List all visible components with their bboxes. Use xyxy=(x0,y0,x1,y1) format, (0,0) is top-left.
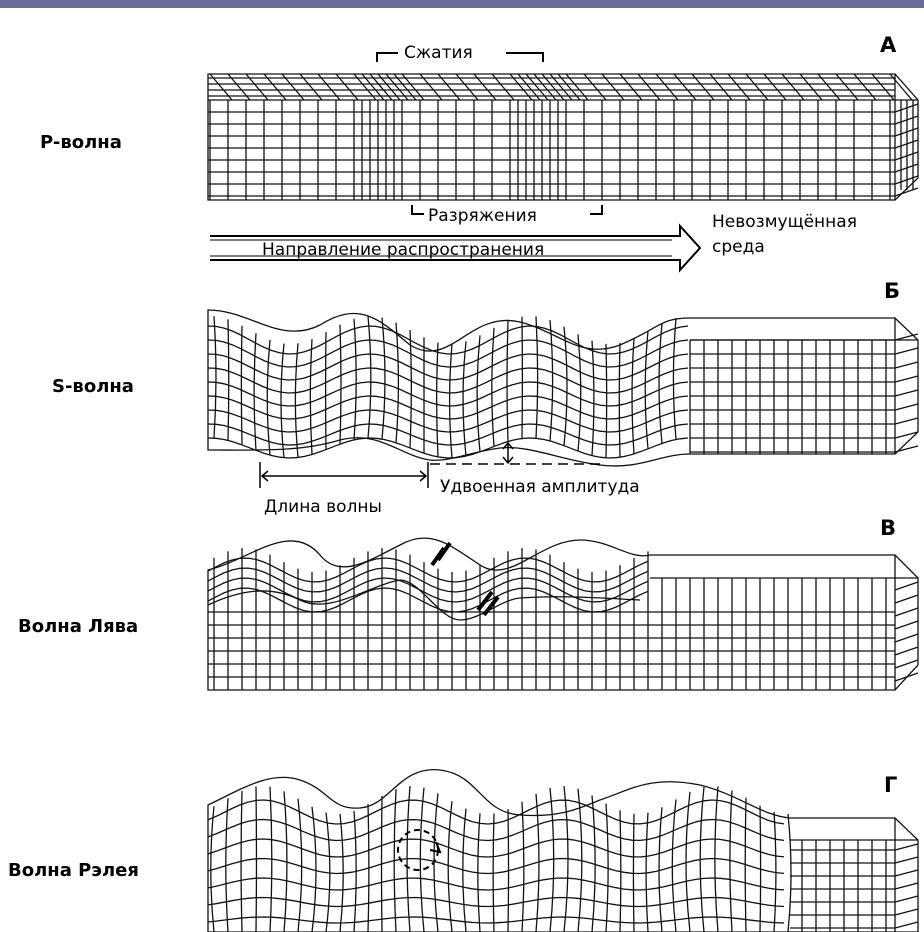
compressions-label: Сжатия xyxy=(404,43,473,63)
s-grid-vline xyxy=(645,331,648,449)
undisturbed-label-line2: среда xyxy=(712,237,765,257)
s-grid-hline xyxy=(208,410,688,432)
rarefactions-label: Разряжения xyxy=(428,206,537,226)
undisturbed-label-line1: Невозмущённая xyxy=(712,212,857,232)
r-grid-hline xyxy=(208,878,784,890)
s-grid-side xyxy=(895,446,918,452)
l-grid-side xyxy=(895,608,918,616)
s-grid-vline xyxy=(310,339,312,454)
s-grid-side xyxy=(895,390,918,396)
s-grid-vline xyxy=(507,321,508,442)
r-grid-side xyxy=(895,909,918,915)
l-grid-side xyxy=(895,634,918,642)
s-grid-vline xyxy=(578,334,581,451)
r-grid-hline xyxy=(208,898,784,907)
s-grid-side xyxy=(895,362,918,368)
s-grid-vline xyxy=(632,338,634,454)
panel-d: Г Волна Рэлея xyxy=(8,770,918,932)
s-grid-side xyxy=(895,418,918,424)
l-grid-side xyxy=(895,595,918,603)
s-grid-vline xyxy=(450,344,452,458)
s-grid-vline xyxy=(564,327,567,446)
love-wave-block xyxy=(208,538,918,690)
p-wave-block xyxy=(208,74,918,200)
r-grid-side xyxy=(895,870,918,876)
s-grid-vline xyxy=(550,320,553,441)
s-grid-hline xyxy=(208,326,688,354)
panel-a-letter: А xyxy=(880,33,897,57)
s-grid-vline xyxy=(673,318,676,439)
s-grid-hline xyxy=(208,438,688,458)
love-motion-arrow-upper xyxy=(432,543,450,565)
panel-c: В Волна Лява xyxy=(18,516,918,690)
s-grid-vline xyxy=(368,316,371,438)
panel-a: А P-волна Сжатия Разряжения Невозмущённа… xyxy=(40,33,918,270)
panel-b: Б S-волна Удвоенная амплитуда Длина волн… xyxy=(52,279,918,517)
s-grid-side xyxy=(895,376,918,382)
s-grid-vline xyxy=(492,328,494,447)
s-grid-hline xyxy=(208,424,688,445)
r-grid-hline xyxy=(208,839,784,857)
s-grid-vline xyxy=(592,341,594,456)
l-grid-top-hline xyxy=(208,558,648,582)
s-grid-hline xyxy=(208,396,688,419)
s-wave-block xyxy=(208,310,918,466)
r-grid-hline xyxy=(208,800,784,824)
panel-c-letter: В xyxy=(880,516,896,540)
double-amplitude-label: Удвоенная амплитуда xyxy=(440,477,640,497)
r-grid-side xyxy=(895,857,918,863)
s-grid-vline xyxy=(619,343,620,457)
l-grid-side xyxy=(895,660,918,668)
wavelength-label: Длина волны xyxy=(264,497,382,517)
r-grid-side xyxy=(895,922,918,928)
s-grid-vline xyxy=(477,335,480,451)
r-grid-side xyxy=(895,844,918,850)
r-grid-hline xyxy=(208,917,784,923)
s-grid-vline xyxy=(354,319,356,440)
r-grid-hline xyxy=(208,859,784,874)
panel-b-letter: Б xyxy=(884,279,900,303)
s-grid-side xyxy=(895,348,918,354)
propagation-label: Направление распространения xyxy=(262,240,544,260)
s-grid-vline xyxy=(437,342,438,456)
p-wave-label: P-волна xyxy=(40,132,122,153)
s-grid-vline xyxy=(281,344,284,458)
s-wave-label: S-волна xyxy=(52,376,134,397)
r-grid-side xyxy=(895,883,918,889)
s-grid-vline xyxy=(267,340,270,455)
wavelength-marker xyxy=(260,462,428,488)
l-grid-side xyxy=(895,621,918,629)
s-grid-vline xyxy=(241,326,242,445)
s-grid-vline xyxy=(463,341,466,456)
s-grid-vline xyxy=(659,324,662,444)
rayleigh-wave-label: Волна Рэлея xyxy=(8,860,139,881)
amplitude-arrow xyxy=(503,443,513,463)
l-grid-side xyxy=(895,673,918,681)
s-grid-vline xyxy=(606,344,607,458)
s-grid-vline xyxy=(214,316,216,438)
s-grid-vline xyxy=(410,330,411,448)
panel-d-letter: Г xyxy=(884,773,897,797)
r-grid-vline xyxy=(788,814,791,932)
s-grid-side xyxy=(895,404,918,410)
s-grid-vline xyxy=(295,343,298,457)
s-grid-vline xyxy=(254,333,256,450)
s-grid-vline xyxy=(382,318,385,440)
s-grid-vline xyxy=(340,325,341,445)
s-grid-hline xyxy=(208,382,688,406)
s-grid-vline xyxy=(396,323,398,443)
l-grid-side xyxy=(895,647,918,655)
r-grid-side xyxy=(895,896,918,902)
s-grid-vline xyxy=(536,316,538,438)
love-wave-label: Волна Лява xyxy=(18,616,138,637)
rayleigh-wave-block xyxy=(208,770,918,932)
s-grid-vline xyxy=(228,319,229,440)
l-grid-side xyxy=(895,582,918,590)
